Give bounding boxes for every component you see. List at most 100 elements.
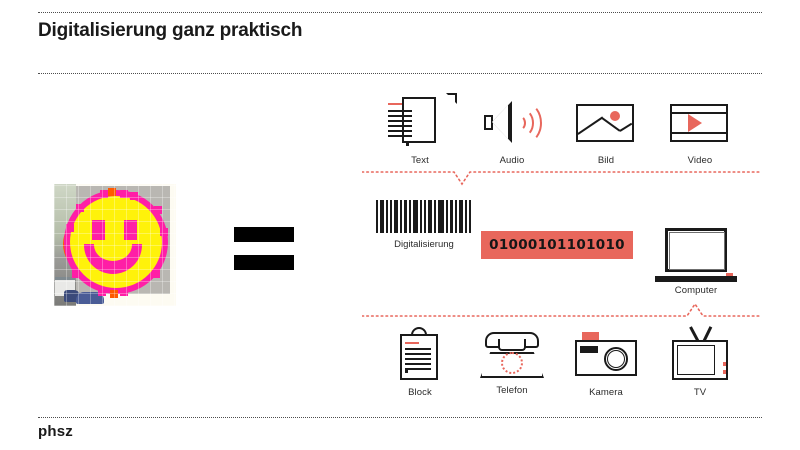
document-fold-inner (447, 95, 455, 103)
digitalisierung-group: Digitalisierung (372, 200, 476, 250)
device-item-tv[interactable]: TV (654, 326, 746, 398)
camera-icon (570, 326, 642, 384)
phone-rotary-dial (501, 352, 523, 374)
document-line (388, 115, 412, 117)
camera-lens-inner (607, 350, 625, 368)
clipboard-end-dot (405, 370, 408, 373)
play-triangle-icon (688, 114, 702, 132)
speaker-cone-inner (492, 105, 508, 139)
picture-frame (576, 104, 634, 142)
footer-brand: phsz (38, 423, 73, 440)
picture-mountain-1 (578, 116, 604, 135)
smiley-pixel (72, 270, 80, 278)
laptop-base (655, 276, 737, 282)
connector-line-top (362, 171, 761, 186)
laptop-screen-inner (669, 232, 725, 270)
picture-sun (610, 111, 620, 121)
device-item-telefon[interactable]: Telefon (466, 326, 558, 396)
equals-bar-bottom (234, 255, 294, 270)
media-item-bild[interactable]: Bild (560, 94, 652, 166)
media-label-bild: Bild (597, 155, 615, 166)
connector-line-bottom (362, 302, 761, 317)
picture-mountain-3 (619, 122, 632, 132)
smiley-pixel (120, 288, 128, 296)
camera-viewfinder (580, 346, 598, 353)
laptop-indicator (726, 273, 733, 276)
computer-group[interactable]: Computer (648, 228, 744, 296)
smiley-pixel (120, 190, 128, 198)
laptop-screen (665, 228, 727, 272)
computer-label: Computer (674, 285, 718, 296)
barcode-label: Digitalisierung (394, 239, 454, 250)
clipboard-line (405, 348, 431, 350)
media-item-audio[interactable]: Audio (466, 94, 558, 166)
document-line (388, 120, 412, 122)
clipboard-board (400, 334, 438, 380)
header-rule-bottom (38, 73, 762, 74)
smiley-pixel (154, 206, 162, 214)
clipboard-line (405, 353, 431, 355)
smiley-pixel (100, 190, 108, 198)
media-label-audio: Audio (499, 155, 525, 166)
photo-car-3 (76, 292, 104, 304)
document-line (388, 125, 412, 127)
document-icon (384, 93, 457, 152)
smiley-eye-right (124, 220, 137, 240)
smiley-eye-left (92, 220, 105, 240)
smiley-pixel (66, 224, 74, 232)
tv-indicator-1 (722, 362, 726, 366)
smiley-pixel (108, 188, 116, 196)
camera-lens-outer (604, 347, 628, 371)
television-icon (664, 326, 736, 384)
clipboard-line (405, 363, 431, 365)
clipboard-icon (384, 326, 456, 384)
tv-screen (677, 345, 715, 375)
tv-indicator-2 (722, 370, 726, 374)
smiley-pixel (98, 288, 106, 296)
video-frame-icon (664, 94, 736, 152)
barcode-icon (372, 200, 476, 233)
tv-body (672, 340, 728, 380)
clipboard-line (405, 368, 431, 370)
equals-bar-top (234, 227, 294, 242)
speaker-icon (476, 94, 548, 152)
sound-wave-3 (512, 103, 542, 143)
smiley-pixel (160, 228, 168, 236)
page-title: Digitalisierung ganz praktisch (38, 20, 303, 41)
rotary-phone-icon (476, 326, 548, 382)
footer-rule (38, 417, 762, 418)
clipboard-line-accent (405, 342, 419, 344)
media-label-text: Text (411, 155, 429, 166)
binary-value-box: 01000101101010 (481, 231, 633, 259)
device-item-kamera[interactable]: Kamera (560, 326, 652, 398)
device-item-block[interactable]: Block (374, 326, 466, 398)
video-band-bottom (672, 131, 726, 134)
phone-handset-notch (498, 339, 526, 351)
document-end-dot (406, 143, 409, 146)
media-item-text[interactable]: Text (374, 93, 466, 166)
header-rule-top (38, 12, 762, 13)
picture-icon (570, 94, 642, 152)
document-line (388, 110, 412, 112)
video-frame (670, 104, 728, 142)
document-line-accent (388, 103, 402, 105)
smiley-pixel (110, 290, 118, 298)
smiley-pixel (130, 192, 138, 200)
document-line (388, 135, 412, 137)
device-label-kamera: Kamera (589, 387, 623, 398)
device-label-tv: TV (693, 387, 707, 398)
smiley-postit-photo (54, 184, 176, 306)
media-item-video[interactable]: Video (654, 94, 746, 166)
clipboard-line (405, 358, 431, 360)
device-label-telefon: Telefon (496, 385, 528, 396)
video-band-top (672, 112, 726, 115)
document-line (388, 130, 412, 132)
smiley-pixel (76, 204, 84, 212)
camera-flash (582, 332, 599, 341)
device-label-block: Block (408, 387, 432, 398)
smiley-pixel (152, 270, 160, 278)
media-label-video: Video (687, 155, 713, 166)
binary-value-text: 01000101101010 (489, 237, 625, 253)
clipboard-clip (411, 327, 427, 337)
equals-symbol (234, 227, 294, 271)
